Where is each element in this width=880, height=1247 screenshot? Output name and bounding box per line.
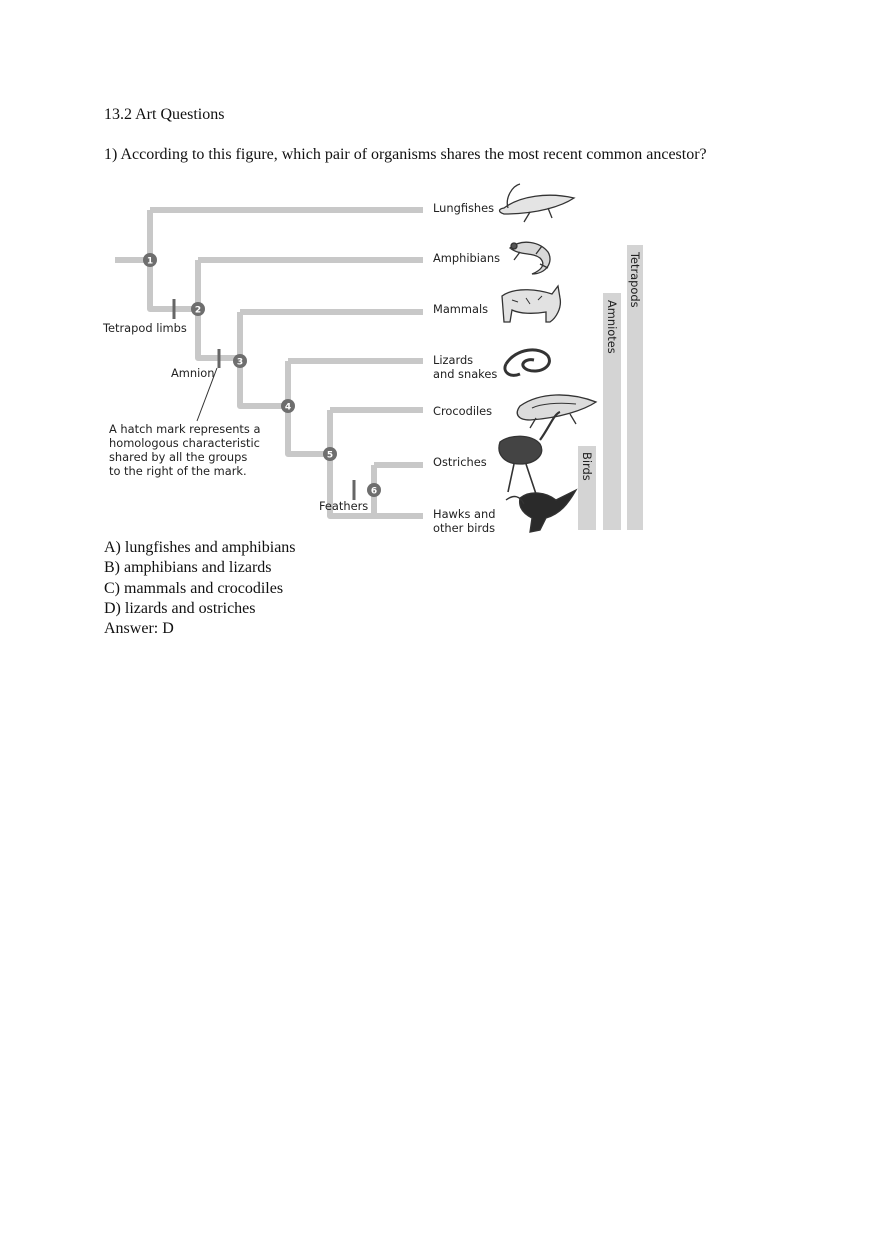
node-label: 2 bbox=[195, 306, 201, 316]
clade-birds-label: Birds bbox=[580, 452, 594, 481]
trait-tetrapod-limbs: Tetrapod limbs bbox=[102, 321, 187, 335]
trait-labels: Tetrapod limbs Amnion Feathers bbox=[102, 321, 368, 513]
clade-tetrapods-bar bbox=[627, 245, 643, 530]
clade-amniotes-bar bbox=[603, 293, 621, 530]
note-line: shared by all the groups bbox=[109, 450, 247, 464]
snake-icon bbox=[503, 348, 551, 377]
note-line: to the right of the mark. bbox=[109, 464, 247, 478]
taxon-ostriches: Ostriches bbox=[433, 455, 487, 469]
question-text: 1) According to this figure, which pair … bbox=[104, 146, 707, 163]
note-line: homologous characteristic bbox=[109, 436, 260, 450]
answer-choices: A) lungfishes and amphibians B) amphibia… bbox=[104, 538, 296, 639]
section-title: 13.2 Art Questions bbox=[104, 106, 225, 123]
choice-d: D) lizards and ostriches bbox=[104, 599, 256, 617]
answer-key: Answer: D bbox=[104, 620, 174, 638]
taxon-lizards: Lizards bbox=[433, 353, 473, 367]
node-label: 5 bbox=[327, 451, 333, 461]
node-label: 1 bbox=[147, 257, 153, 267]
taxon-labels: Lungfishes Amphibians Mammals Lizards an… bbox=[433, 201, 500, 535]
clade-tetrapods-label: Tetrapods bbox=[628, 251, 642, 308]
node-label: 4 bbox=[285, 403, 291, 413]
clade-bars: Birds Amniotes Tetrapods bbox=[578, 245, 643, 530]
choice-b: B) amphibians and lizards bbox=[104, 559, 272, 577]
node-label: 6 bbox=[371, 487, 377, 497]
hatch-marks bbox=[172, 299, 356, 500]
taxon-lungfishes: Lungfishes bbox=[433, 201, 494, 215]
phylogenetic-tree-figure: 1 2 3 4 5 6 Tetrapod limbs Amnion Feathe… bbox=[102, 183, 643, 535]
taxon-hawks: Hawks and bbox=[433, 507, 495, 521]
clade-amniotes-label: Amniotes bbox=[605, 300, 619, 354]
hatch-note: A hatch mark represents a homologous cha… bbox=[109, 422, 260, 478]
crocodile-icon bbox=[516, 394, 598, 429]
note-pointer-line bbox=[196, 367, 218, 422]
taxon-mammals: Mammals bbox=[433, 302, 488, 316]
salamander-icon bbox=[508, 241, 551, 275]
tree-nodes: 1 2 3 4 5 6 bbox=[143, 253, 381, 497]
lungfish-icon bbox=[498, 183, 576, 223]
note-line: A hatch mark represents a bbox=[109, 422, 260, 436]
ostrich-icon bbox=[498, 410, 561, 495]
taxon-hawks-line2: other birds bbox=[433, 521, 495, 535]
clade-birds-bar bbox=[578, 446, 596, 530]
hawk-icon bbox=[505, 488, 578, 533]
bobcat-icon bbox=[501, 284, 562, 323]
trait-feathers: Feathers bbox=[319, 499, 368, 513]
choice-c: C) mammals and crocodiles bbox=[104, 579, 284, 597]
trait-amnion: Amnion bbox=[171, 366, 214, 380]
choice-a: A) lungfishes and amphibians bbox=[104, 539, 296, 556]
taxon-lizards-line2: and snakes bbox=[433, 367, 497, 381]
animal-illustrations bbox=[498, 183, 598, 533]
node-label: 3 bbox=[237, 358, 243, 368]
taxon-amphibians: Amphibians bbox=[433, 251, 500, 265]
taxon-crocodiles: Crocodiles bbox=[433, 404, 492, 418]
tree-branches bbox=[115, 207, 423, 519]
